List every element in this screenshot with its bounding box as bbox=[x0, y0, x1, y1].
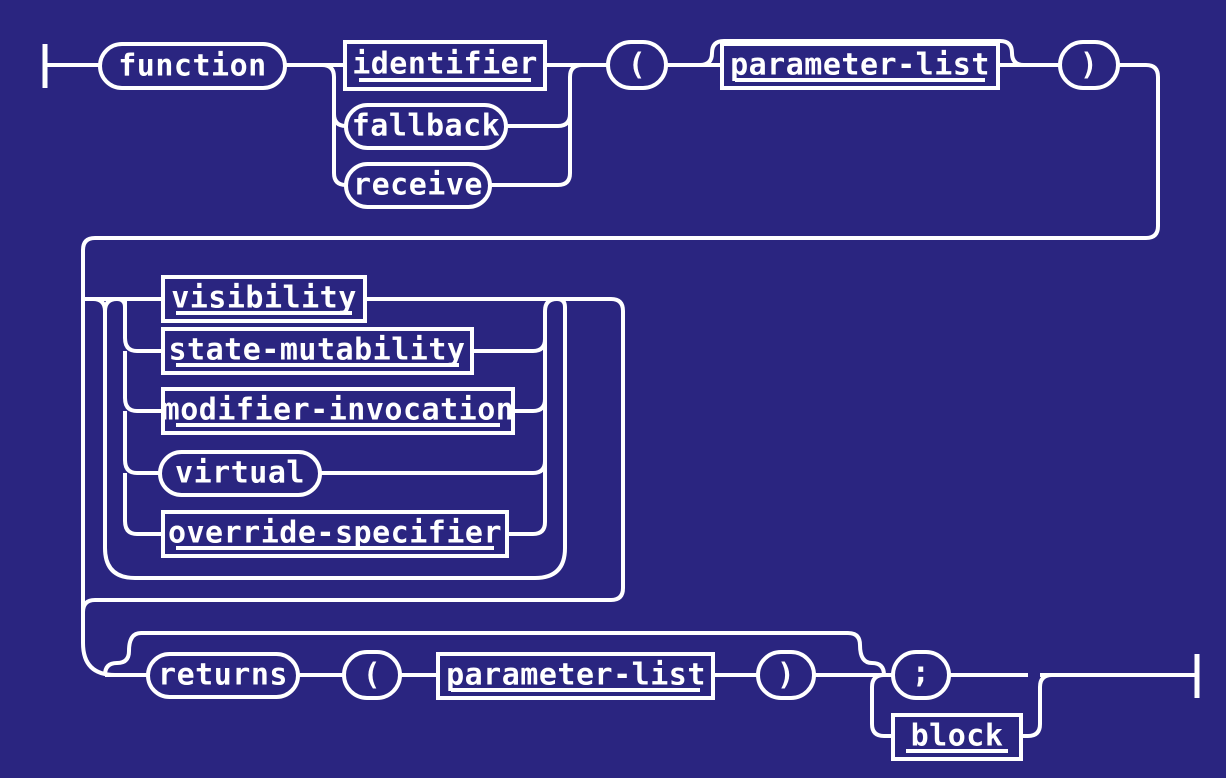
node-modifier-invocation-label: modifier-invocation bbox=[162, 393, 515, 428]
node-override-specifier-label: override-specifier bbox=[168, 516, 502, 551]
rail-choice-to-modifier-invocation bbox=[123, 351, 163, 413]
rail-branch-to-receive bbox=[332, 77, 347, 187]
rail-choice-to-state-mutability bbox=[123, 311, 163, 353]
rail-loop-return-top bbox=[135, 297, 567, 580]
node-lparen1-label: ( bbox=[628, 48, 647, 83]
node-rparen2-label: ) bbox=[777, 658, 796, 693]
node-visibility-label: visibility bbox=[171, 281, 357, 316]
rail-bodychoice-to-block bbox=[870, 673, 893, 738]
node-virtual-label: virtual bbox=[175, 456, 305, 491]
rail-choice-fan-corner bbox=[103, 297, 127, 312]
rail-row1-wrap-to-row2 bbox=[81, 63, 1160, 287]
rail-loop-back bbox=[81, 297, 625, 613]
node-receive-label: receive bbox=[353, 168, 483, 203]
rail-block-merge bbox=[1021, 673, 1053, 738]
node-state-mutability-label: state-mutability bbox=[169, 333, 466, 368]
node-identifier-label: identifier bbox=[352, 47, 538, 82]
rail-receive-merge bbox=[490, 77, 572, 187]
node-parameter-list-1-label: parameter-list bbox=[730, 48, 990, 83]
rail-choice-to-override-specifier bbox=[123, 473, 163, 536]
rail-state-mutability-merge bbox=[472, 311, 547, 353]
rail-returns-bypass bbox=[103, 631, 886, 676]
rail-override-specifier-merge bbox=[507, 461, 547, 536]
node-returns-label: returns bbox=[158, 658, 288, 693]
node-parameter-list-2-label: parameter-list bbox=[446, 658, 706, 693]
node-rparen1-label: ) bbox=[1080, 48, 1099, 83]
node-lparen2-label: ( bbox=[363, 658, 382, 693]
rail-paramlist1-bypass bbox=[699, 39, 1025, 67]
node-function-label: function bbox=[118, 49, 267, 84]
node-block-label: block bbox=[911, 719, 1004, 754]
node-semicolon-label: ; bbox=[912, 656, 931, 691]
rail-choice-to-virtual bbox=[123, 411, 160, 475]
node-fallback-label: fallback bbox=[352, 109, 501, 144]
rail-modifier-group-bypass bbox=[81, 287, 140, 677]
rail-loop-left-rail bbox=[83, 297, 136, 580]
